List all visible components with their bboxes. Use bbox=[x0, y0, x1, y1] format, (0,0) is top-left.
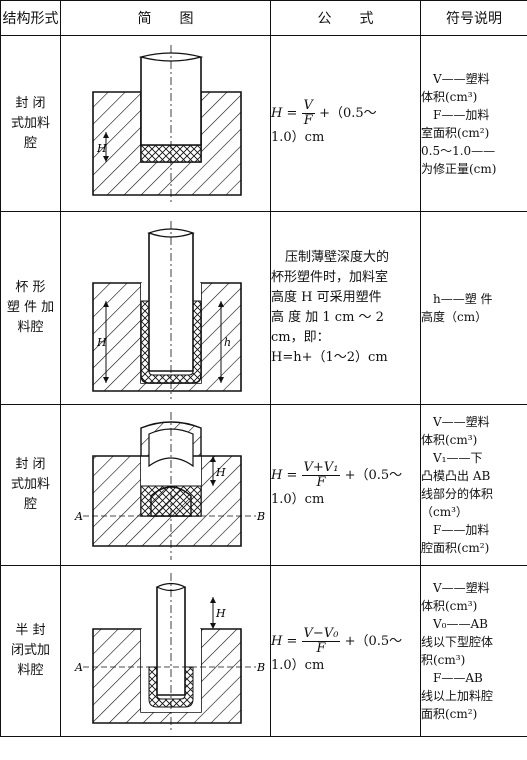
dim-label-B: B bbox=[256, 661, 265, 674]
diagram-cell: H h bbox=[60, 211, 271, 405]
structure-cell: 杯 形 塑 件 加 料腔 bbox=[0, 211, 61, 405]
formula-line2: 1.0）cm bbox=[271, 657, 325, 673]
symbol-line: V₀——AB bbox=[433, 617, 488, 631]
formula-tail: +（0.5～ bbox=[319, 106, 377, 121]
symbol-line: （cm³） bbox=[421, 505, 468, 519]
header-row: 结构形式 简 图 公 式 符号说明 bbox=[0, 0, 527, 36]
formula-tail: +（0.5～ bbox=[344, 467, 403, 483]
structure-text: 杯 形 塑 件 加 料腔 bbox=[6, 280, 55, 335]
diagram-cell: H bbox=[60, 35, 271, 212]
formula-text-line: 高度 H 可采用塑件 bbox=[271, 290, 382, 305]
structure-cell: 封 闭 式加料 腔 bbox=[0, 35, 61, 212]
formula-cell: 压制薄壁深度大的 杯形塑件时，加料室 高度 H 可采用塑件 高 度 加 1 cm… bbox=[270, 211, 421, 405]
formula-line2: 1.0）cm bbox=[271, 130, 325, 145]
symbol-line: F——加料 bbox=[433, 107, 490, 122]
semi-closed-chamber-diagram: A B H bbox=[74, 572, 265, 731]
dim-label-A: A bbox=[74, 510, 83, 523]
symbol-cell: V——塑料 体积(cm³) V₁——下 凸模凸出 AB 线部分的体积 （cm³）… bbox=[420, 404, 527, 566]
symbol-line: V₁——下 bbox=[433, 451, 483, 465]
fraction-denominator: F bbox=[316, 474, 326, 490]
symbol-line: h——塑 件 bbox=[433, 292, 493, 306]
symbol-cell: h——塑 件 高度（cm） bbox=[420, 211, 527, 405]
dim-label-h: H bbox=[96, 142, 107, 155]
symbol-line: 线部分的体积 bbox=[421, 487, 494, 501]
symbol-line: V——塑料 bbox=[433, 415, 490, 429]
symbol-line: 高度（cm） bbox=[421, 310, 488, 324]
symbol-line: 体积(cm³) bbox=[421, 89, 478, 104]
formula-text-line: 杯形塑件时，加料室 bbox=[271, 270, 389, 285]
symbol-line: F——加料 bbox=[433, 523, 490, 537]
symbol-line: 线以上加料腔 bbox=[421, 689, 494, 703]
closed-chamber-diagram: H bbox=[92, 44, 242, 202]
symbol-line: 0.5～1.0—— bbox=[421, 143, 496, 158]
symbol-line: 凸模凸出 AB bbox=[421, 469, 491, 483]
dim-label-B: B bbox=[256, 510, 265, 523]
structure-cell: 半 封 闭式加 料腔 bbox=[0, 565, 61, 737]
formula-lhs: H bbox=[271, 106, 283, 121]
structure-text: 半 封 闭式加 料腔 bbox=[10, 623, 50, 678]
symbol-line: F——AB bbox=[433, 671, 483, 685]
symbol-line: 线以下型腔体 bbox=[421, 635, 494, 649]
symbol-line: 积(cm³) bbox=[421, 653, 466, 667]
symbol-line: 室面积(cm²) bbox=[421, 125, 490, 140]
formula-lhs: H bbox=[271, 633, 283, 649]
header-symbols: 符号说明 bbox=[420, 0, 527, 36]
formula-eq: = bbox=[286, 106, 298, 121]
symbol-line: 为修正量(cm) bbox=[421, 161, 497, 176]
formula-eq: = bbox=[286, 633, 298, 649]
symbol-line: V——塑料 bbox=[433, 71, 490, 86]
formula-text-line: 压制薄壁深度大的 bbox=[285, 250, 390, 265]
header-diagram: 简 图 bbox=[60, 0, 271, 36]
fraction-numerator: V+V₁ bbox=[301, 459, 341, 476]
dim-label-H: H bbox=[96, 336, 107, 349]
dim-label-A: A bbox=[74, 661, 83, 674]
formula-tail: +（0.5～ bbox=[344, 633, 403, 649]
formula-line2: 1.0）cm bbox=[271, 491, 325, 507]
diagram-cell: A B H bbox=[60, 404, 271, 566]
fraction-numerator: V bbox=[301, 98, 315, 114]
header-formula: 公 式 bbox=[270, 0, 421, 36]
formula-text-line: 高 度 加 1 cm ～ 2 bbox=[271, 310, 384, 325]
symbol-cell: V——塑料 体积(cm³) V₀——AB 线以下型腔体 积(cm³) F——AB… bbox=[420, 565, 527, 737]
symbol-line: 腔面积(cm²) bbox=[421, 541, 490, 555]
formula-eq: = bbox=[286, 467, 298, 483]
dim-label-H: H bbox=[215, 607, 226, 620]
symbol-line: 体积(cm³) bbox=[421, 599, 478, 613]
symbol-cell: V——塑料 体积(cm³) F——加料 室面积(cm²) 0.5～1.0—— 为… bbox=[420, 35, 527, 212]
formula-text-line: H=h+（1～2）cm bbox=[271, 350, 388, 365]
diagram-cell: A B H bbox=[60, 565, 271, 737]
formula-lhs: H bbox=[271, 467, 283, 483]
structure-text: 封 闭 式加料 腔 bbox=[10, 95, 50, 151]
closed-chamber-ab-diagram: A B H bbox=[74, 411, 265, 560]
symbol-line: V——塑料 bbox=[433, 581, 490, 595]
fraction-numerator: V−V₀ bbox=[301, 625, 341, 642]
dim-label-H: H bbox=[215, 466, 226, 479]
structure-cell: 封 闭 式加料 腔 bbox=[0, 404, 61, 566]
fraction-denominator: F bbox=[316, 640, 326, 656]
dim-label-h: h bbox=[224, 336, 231, 349]
fraction-denominator: F bbox=[303, 113, 313, 128]
formula-text-line: cm，即： bbox=[271, 330, 330, 345]
header-structure: 结构形式 bbox=[0, 0, 61, 36]
formula-table: 结构形式 简 图 公 式 符号说明 封 闭 式加料 腔 H H = bbox=[0, 0, 527, 737]
structure-text: 封 闭 式加料 腔 bbox=[10, 457, 50, 512]
cup-chamber-diagram: H h bbox=[92, 220, 242, 399]
symbol-line: 面积(cm²) bbox=[421, 707, 478, 721]
symbol-line: 体积(cm³) bbox=[421, 433, 478, 447]
table-row: 杯 形 塑 件 加 料腔 H h 压制薄壁深度大的 bbox=[0, 211, 527, 405]
